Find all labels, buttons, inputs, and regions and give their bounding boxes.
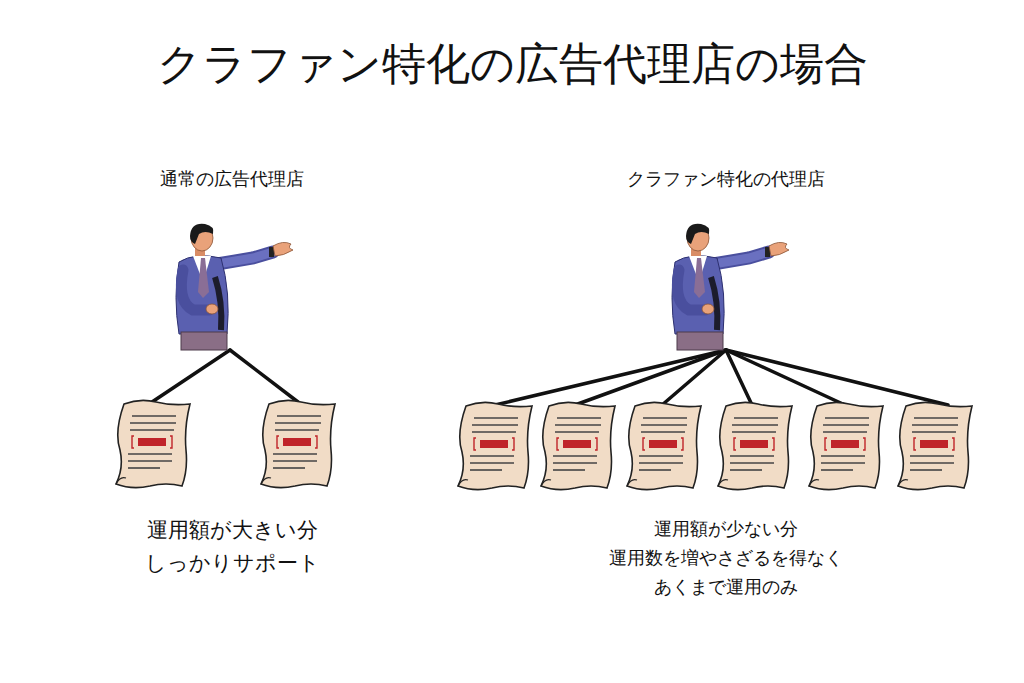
presenter-figure	[672, 224, 789, 350]
presenter-figure	[176, 224, 293, 350]
caption-line: しっかりサポート	[145, 551, 320, 576]
caption-line: 運用額が大きい分	[147, 518, 318, 543]
column-heading: クラファン特化の代理店	[627, 168, 825, 190]
caption-line: あくまで運用のみ	[654, 576, 798, 598]
diagram-title: クラファン特化の広告代理店の場合	[157, 38, 868, 91]
caption-line: 運用数を増やさざるを得なく	[609, 547, 843, 569]
connection-lines	[152, 350, 948, 405]
document-icons	[116, 400, 972, 489]
caption-line: 運用額が少ない分	[654, 518, 798, 540]
column-heading: 通常の広告代理店	[160, 168, 304, 190]
